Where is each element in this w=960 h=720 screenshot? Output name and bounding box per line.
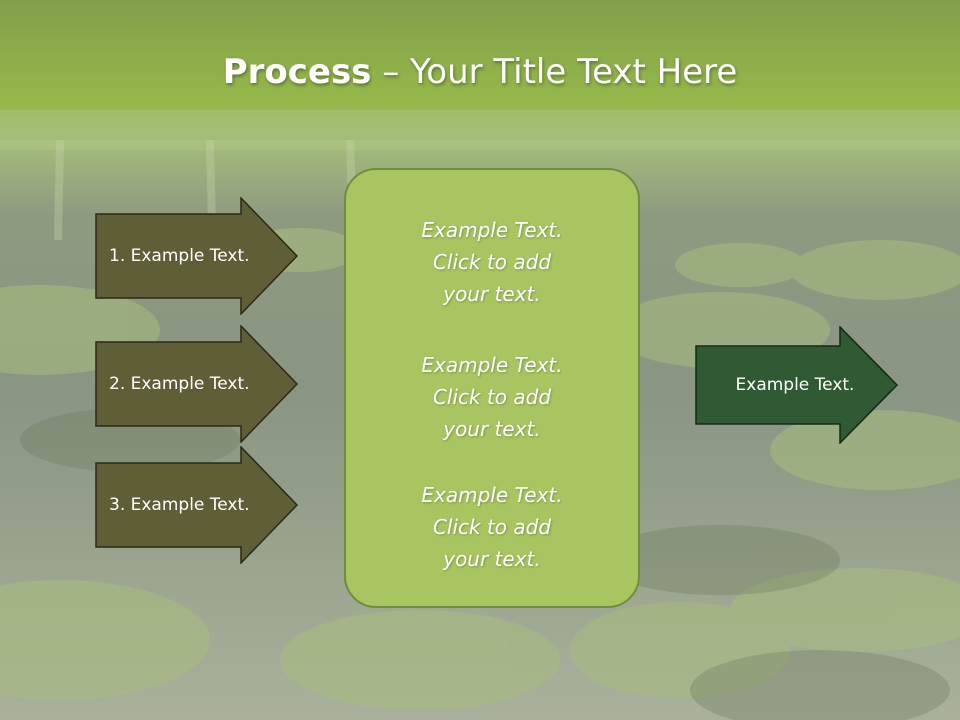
center-block-2-line-1: Example Text. <box>421 353 563 377</box>
left-arrow-1[interactable]: 1. Example Text. <box>95 197 299 315</box>
center-block-1: Example Text. Click to add your text. <box>346 214 638 310</box>
left-arrow-3-shape <box>95 446 299 564</box>
center-block-3-line-2: Click to add <box>432 515 552 539</box>
center-block-1-line-2: Click to add <box>432 250 552 274</box>
center-block-2: Example Text. Click to add your text. <box>346 349 638 445</box>
left-arrow-1-shape <box>95 197 299 315</box>
left-arrow-2-label: 2. Example Text. <box>109 374 250 394</box>
center-block-2-line-2: Click to add <box>432 385 552 409</box>
right-arrow-label: Example Text. <box>735 375 855 395</box>
left-arrow-3-label: 3. Example Text. <box>109 495 250 515</box>
center-block-1-line-3: your text. <box>443 282 541 306</box>
left-arrow-2-shape <box>95 325 299 443</box>
right-arrow[interactable]: Example Text. <box>695 326 899 444</box>
left-arrow-2[interactable]: 2. Example Text. <box>95 325 299 443</box>
slide-title: Process – Your Title Text Here <box>0 52 960 92</box>
center-block-3-line-1: Example Text. <box>421 483 563 507</box>
left-arrow-1-label: 1. Example Text. <box>109 246 250 266</box>
center-block-3: Example Text. Click to add your text. <box>346 479 638 575</box>
center-block-1-line-1: Example Text. <box>421 218 563 242</box>
center-block-2-line-3: your text. <box>443 417 541 441</box>
right-arrow-shape <box>695 326 899 444</box>
left-arrow-3[interactable]: 3. Example Text. <box>95 446 299 564</box>
title-bold: Process <box>222 52 372 92</box>
center-block-3-line-3: your text. <box>443 547 541 571</box>
center-text-box[interactable]: Example Text. Click to add your text. Ex… <box>344 168 640 608</box>
title-rest: – Your Title Text Here <box>371 52 738 92</box>
